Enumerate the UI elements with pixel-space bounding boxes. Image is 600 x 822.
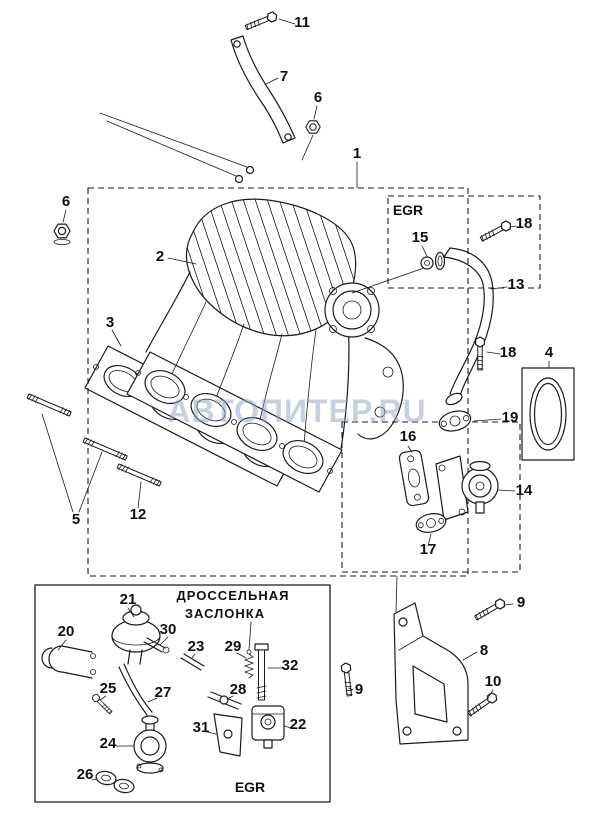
pipe-30	[143, 637, 170, 654]
leader-lines	[41, 18, 550, 781]
egr-boundary-top	[387, 195, 541, 289]
watermark-text: АВТОПИТЕР.RU	[167, 393, 426, 429]
part-callout-17: 17	[420, 541, 437, 558]
throttle-ring-gasket-4	[529, 377, 567, 451]
part-callout-16: 16	[400, 428, 417, 445]
part-callout-31: 31	[193, 719, 210, 736]
gasket-ring-boundary	[521, 367, 575, 461]
mounting-bracket-drawing	[393, 602, 469, 745]
part-callout-30: 30	[160, 621, 177, 638]
egr-gasket-17	[415, 513, 447, 533]
bolt-9-top	[472, 597, 508, 623]
part-callout-5: 5	[72, 511, 80, 528]
egr-plate-16	[398, 449, 430, 507]
part-callout-24: 24	[100, 735, 117, 752]
part-callout-7: 7	[280, 68, 288, 85]
part-callout-3: 3	[106, 314, 114, 331]
part-callout-14: 14	[516, 482, 533, 499]
bracket-connector-line	[395, 575, 398, 613]
flange-nut-left	[53, 223, 71, 245]
egr-valve-14	[435, 455, 499, 521]
part-callout-21: 21	[120, 591, 137, 608]
part-callout-9: 9	[517, 594, 525, 611]
egr-mount-boundary	[341, 421, 521, 573]
part-callout-29: 29	[225, 638, 242, 655]
part-callout-23: 23	[188, 638, 205, 655]
bracket-plate-31	[213, 713, 243, 757]
part-callout-10: 10	[485, 673, 502, 690]
part-callout-15: 15	[412, 229, 429, 246]
part-callout-13: 13	[508, 276, 525, 293]
hose-27	[118, 663, 153, 716]
part-callout-8: 8	[480, 642, 488, 659]
bracket-pointer-lines	[99, 112, 314, 184]
egr-label-top: EGR	[393, 202, 423, 218]
part-callout-1: 1	[353, 145, 361, 162]
part-callout-27: 27	[155, 684, 172, 701]
bolt-10	[465, 690, 500, 719]
throttle-label-line1: ДРОССЕЛЬНАЯ	[177, 588, 290, 603]
part-callout-18: 18	[516, 215, 533, 232]
throttle-egr-panel	[34, 584, 331, 803]
throttle-label-line2: ЗАСЛОНКА	[185, 606, 265, 621]
bolt-18-top	[478, 219, 514, 244]
gaskets-26	[95, 770, 135, 794]
egr-valve-24	[133, 715, 167, 774]
long-bolt-32	[254, 643, 269, 701]
connector-28	[207, 691, 242, 710]
part-callout-26: 26	[77, 766, 94, 783]
part-callout-18: 18	[500, 344, 517, 361]
flange-nut-top	[305, 120, 321, 134]
part-callout-11: 11	[294, 14, 310, 31]
throttle-flange	[324, 282, 380, 338]
egr-fitting-15	[420, 251, 446, 271]
part-callout-19: 19	[502, 409, 519, 426]
egr-pipe-drawing	[443, 247, 494, 406]
part-callout-4: 4	[545, 344, 554, 361]
spring-29	[243, 649, 255, 679]
part-callout-9: 9	[355, 681, 363, 698]
part-callout-28: 28	[230, 681, 247, 698]
clamp-bracket-20	[41, 645, 96, 679]
part-callout-6: 6	[62, 193, 70, 210]
bolt-9-left	[340, 661, 355, 697]
part-callout-20: 20	[58, 623, 75, 640]
part-callout-32: 32	[282, 657, 299, 674]
intake-manifold-drawing	[126, 198, 425, 493]
part-callout-22: 22	[290, 716, 307, 733]
bolt-18-right	[475, 336, 485, 371]
solenoid-valve-22	[251, 705, 285, 749]
part-callout-6: 6	[314, 89, 322, 106]
part-callout-12: 12	[130, 506, 147, 523]
egr-label-bottom: EGR	[235, 779, 265, 795]
egr-gasket-19	[438, 410, 472, 432]
hose-23	[180, 653, 205, 671]
part-callout-2: 2	[156, 248, 164, 265]
upper-bracket-drawing	[230, 35, 296, 144]
vacuum-actuator-21	[111, 604, 161, 665]
part-callout-25: 25	[100, 680, 117, 697]
bolt-11	[243, 10, 279, 33]
